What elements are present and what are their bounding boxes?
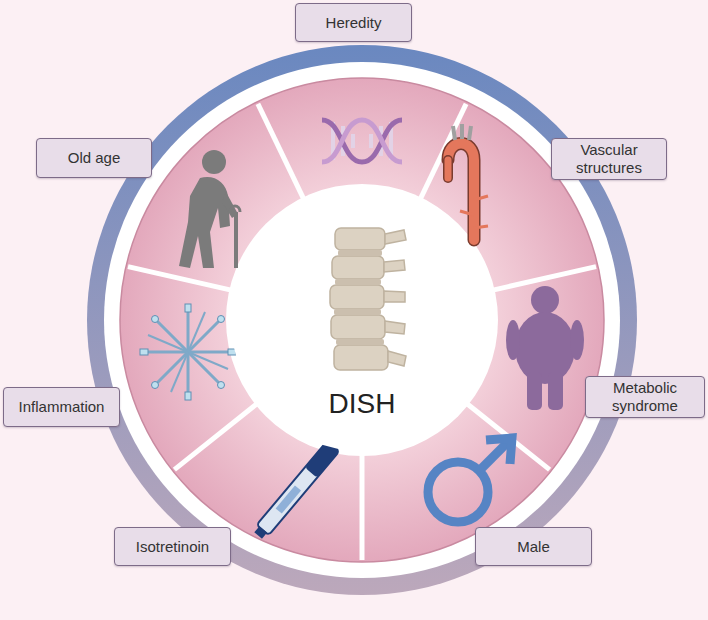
center-title: DISH bbox=[329, 388, 396, 420]
male-symbol bbox=[428, 438, 512, 522]
factor-label: Heredity bbox=[326, 14, 382, 32]
spine-icon bbox=[330, 228, 406, 370]
factor-label: Inflammation bbox=[19, 398, 105, 416]
old-man-icon bbox=[179, 150, 240, 268]
factor-label-box: Vascular structures bbox=[551, 138, 667, 180]
center-circle: DISH bbox=[230, 188, 494, 452]
obese-figure-icon bbox=[506, 286, 584, 410]
factor-label: Male bbox=[517, 538, 550, 556]
factor-label-box: Inflammation bbox=[3, 387, 120, 427]
factor-label-box: Heredity bbox=[295, 3, 412, 42]
pen-icon bbox=[252, 441, 339, 541]
inner-white-ring bbox=[226, 184, 498, 456]
aorta-icon bbox=[448, 124, 488, 240]
segment-dividers bbox=[128, 104, 596, 560]
factor-label: Vascular structures bbox=[556, 141, 662, 177]
segment-disk bbox=[120, 78, 604, 562]
factor-label: Metabolic syndrome bbox=[590, 379, 700, 415]
crystal-icon bbox=[140, 304, 236, 400]
factor-label-box: Isotretinoin bbox=[114, 527, 231, 566]
factor-label: Isotretinoin bbox=[136, 538, 209, 556]
white-ring bbox=[104, 62, 620, 578]
dna-icon bbox=[322, 120, 402, 162]
factor-label-box: Male bbox=[475, 527, 592, 566]
factor-label-box: Old age bbox=[36, 138, 152, 178]
outer-ring bbox=[87, 45, 637, 595]
spine-discs bbox=[334, 250, 384, 345]
factor-label-box: Metabolic syndrome bbox=[585, 376, 705, 418]
factor-label: Old age bbox=[68, 149, 121, 167]
